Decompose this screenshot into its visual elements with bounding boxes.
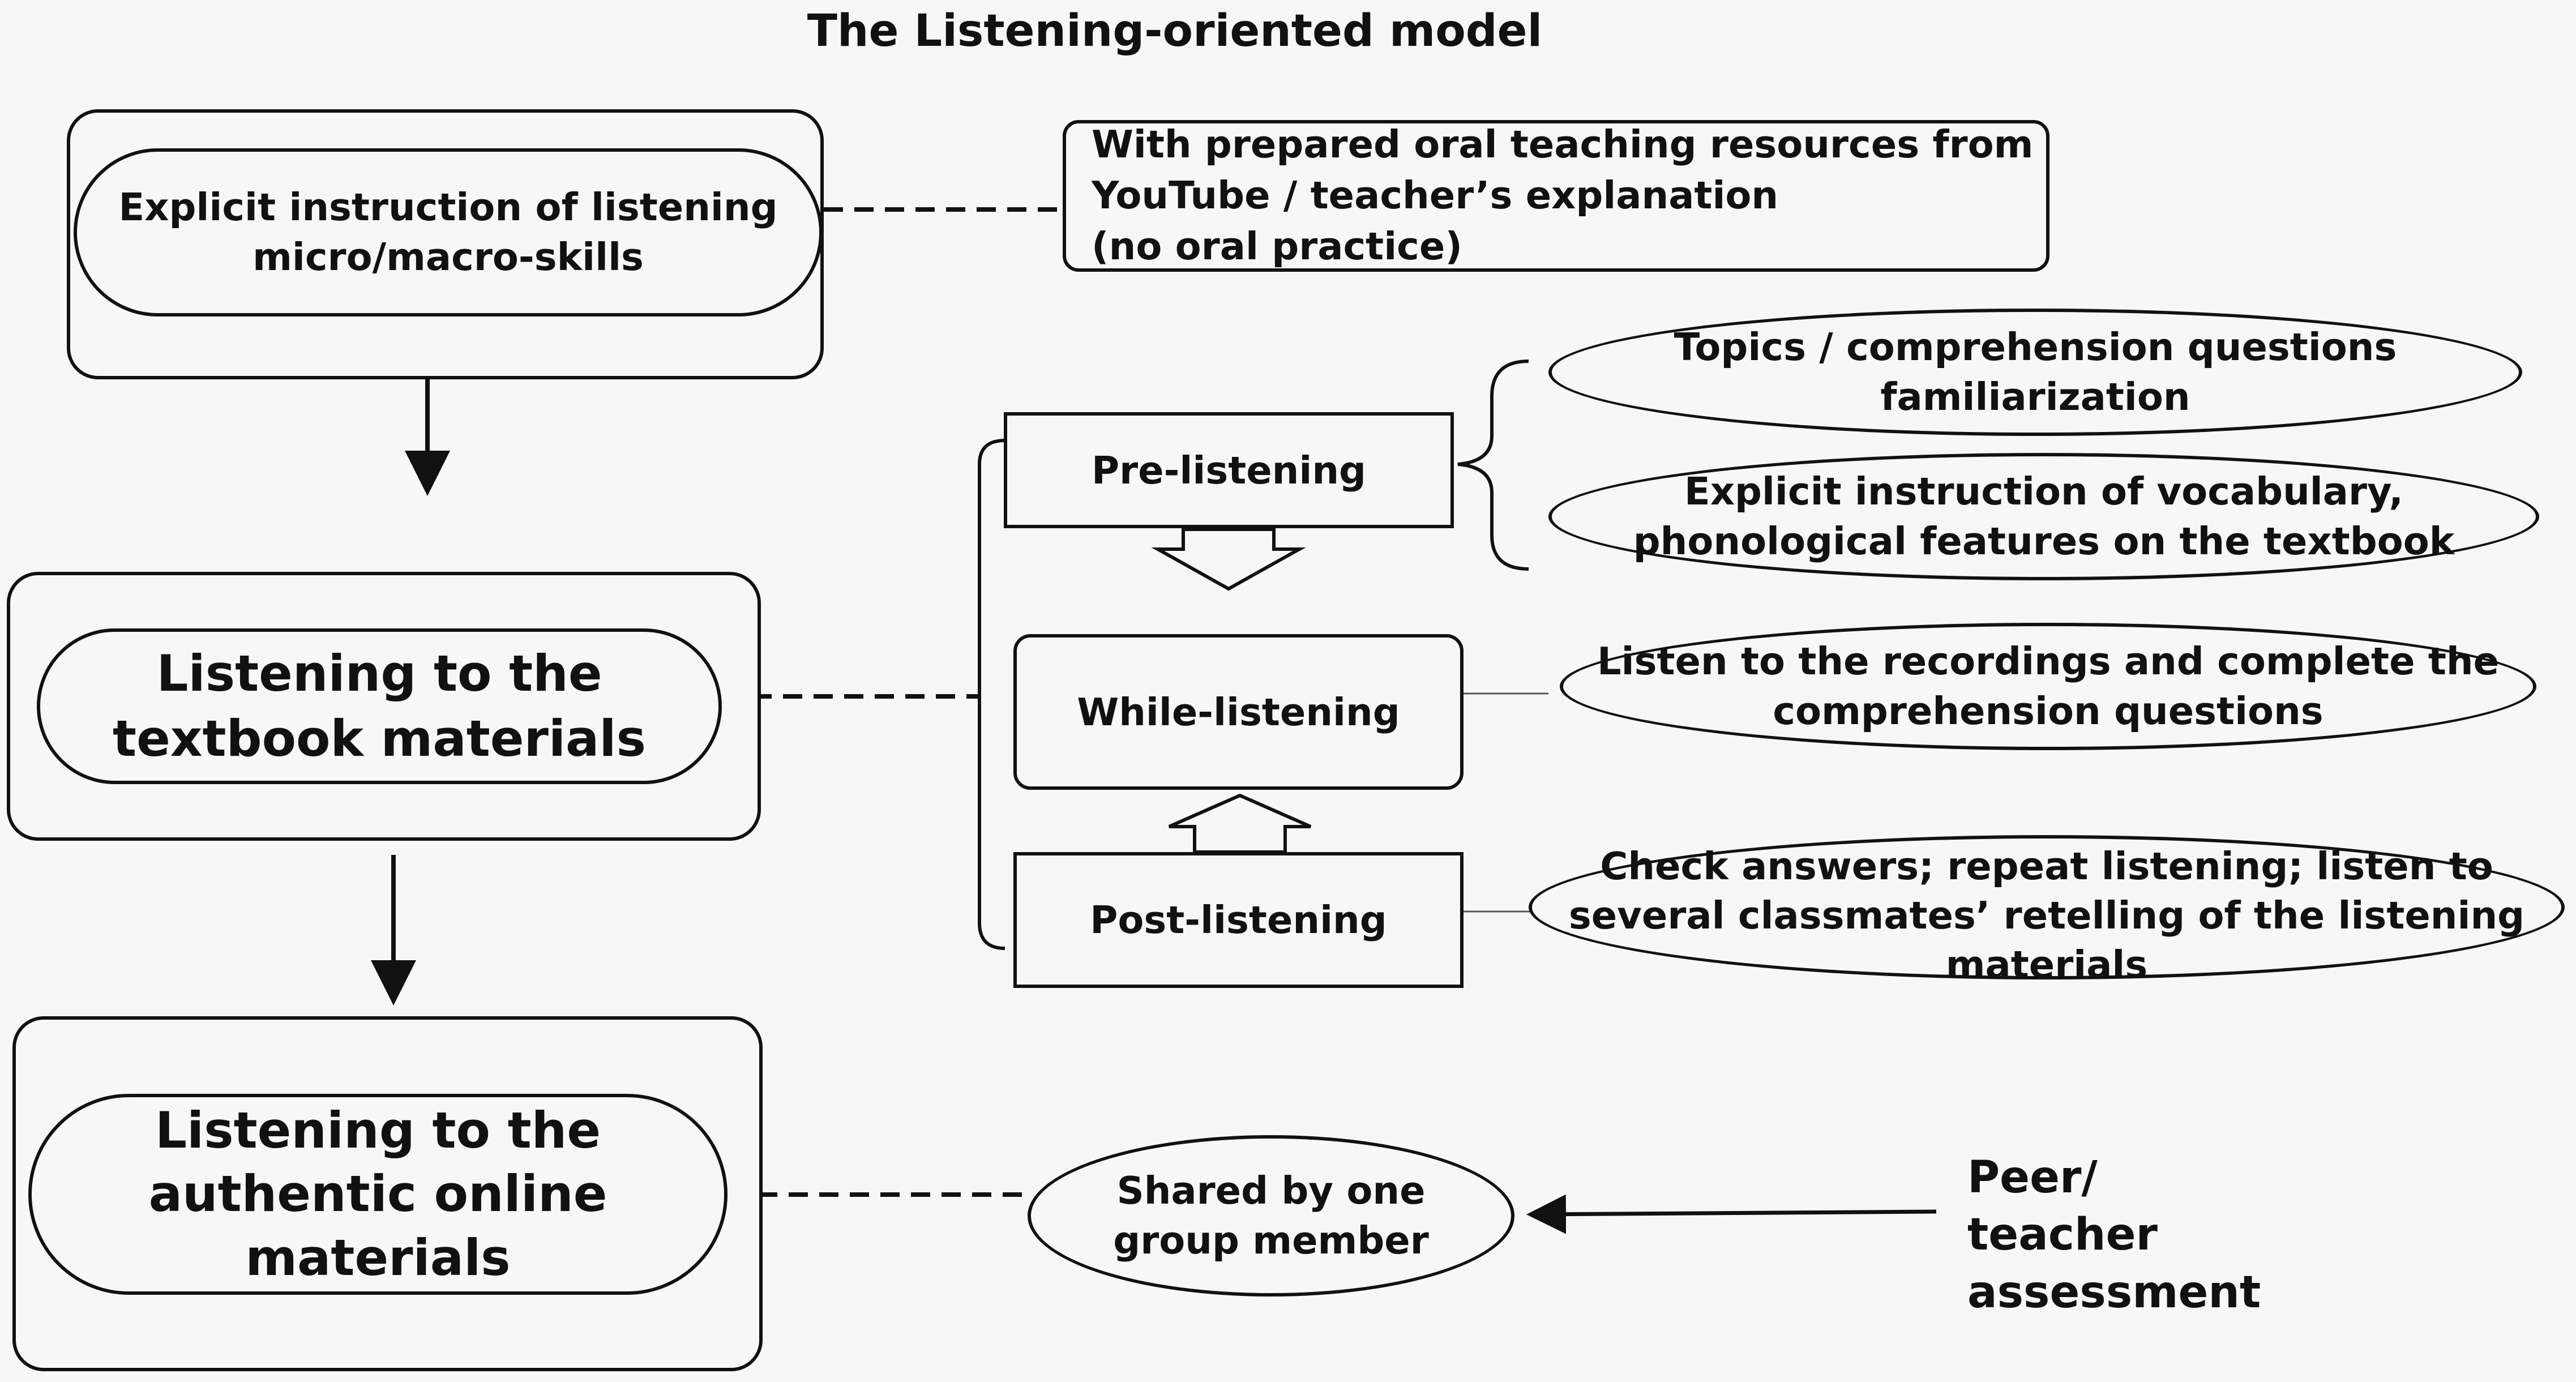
hollow-arrow-pre-to-while (1151, 528, 1306, 591)
post-activity-node: Check answers; repeat listening; listen … (1529, 835, 2565, 987)
pre-listening-stage: Pre-listening (1004, 412, 1454, 528)
diagram-title: The Listening-oriented model (807, 6, 1543, 57)
hollow-arrow-post-to-while (1168, 793, 1312, 854)
arrow-assessment-to-shared (1526, 1194, 1937, 1234)
stages-bracket (978, 439, 1005, 950)
while-listening-stage: While-listening (1013, 634, 1464, 790)
explicit-instruction-node: Explicit instruction of listening micro/… (74, 148, 823, 316)
shared-by-member-node: Shared by one group member (1028, 1135, 1514, 1297)
peer-teacher-assessment-label: Peer/ teacher assessment (1967, 1152, 2261, 1318)
post-listening-stage: Post-listening (1013, 852, 1464, 988)
oral-resources-note: With prepared oral teaching resources fr… (1063, 120, 2049, 272)
while-activity-node: Listen to the recordings and complete th… (1560, 623, 2536, 750)
pre-vocabulary-node: Explicit instruction of vocabulary, phon… (1548, 453, 2539, 580)
pre-topics-node: Topics / comprehension questions familia… (1548, 309, 2522, 436)
authentic-node: Listening to the authentic online materi… (28, 1094, 728, 1295)
textbook-node: Listening to the textbook materials (37, 628, 722, 784)
pre-items-brace (1457, 360, 1529, 571)
